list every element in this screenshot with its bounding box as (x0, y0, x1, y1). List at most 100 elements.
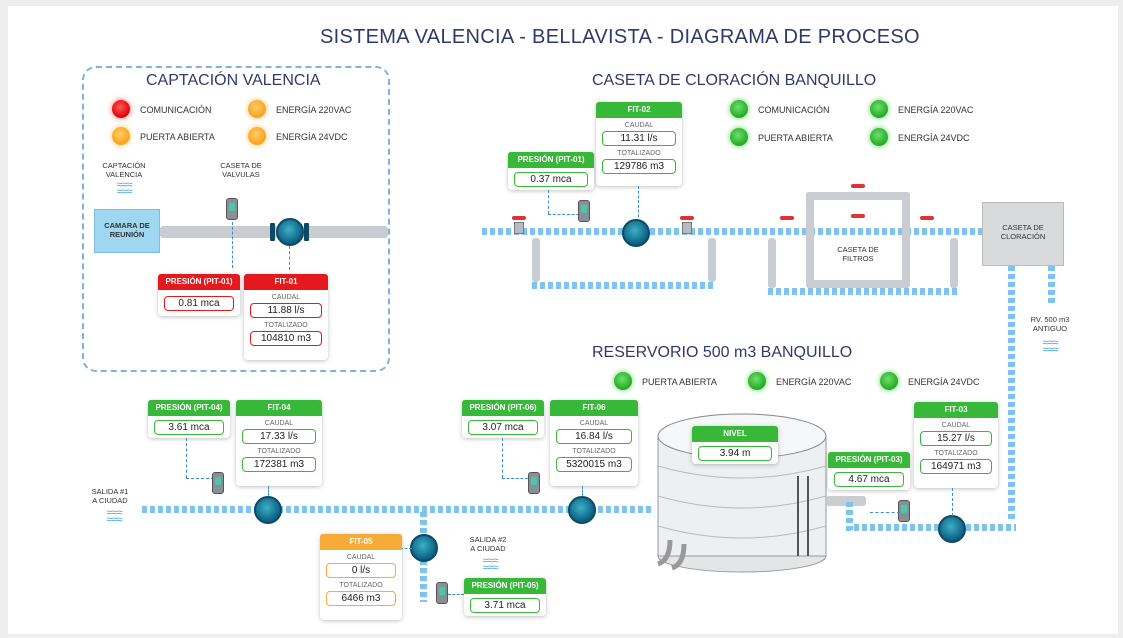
status-label-energia-24: ENERGÍA 24VDC (276, 132, 348, 142)
status-label-energia-220: ENERGÍA 220VAC (276, 105, 352, 115)
signal-line (186, 438, 187, 478)
status-led-energia-220 (248, 100, 266, 118)
water-waves-icon: ≈≈≈≈≈≈ (106, 507, 122, 526)
pressure-sensor-icon (528, 472, 540, 494)
pit06-panel: PRESIÓN (PIT-06) 3.07 mca (462, 400, 544, 438)
bypass-pipe (532, 282, 716, 289)
totalizado-value: 5320015 m3 (556, 457, 632, 472)
signal-line (186, 478, 214, 479)
caudal-label: CAUDAL (264, 420, 294, 427)
panel-header: PRESIÓN (PIT-01) (158, 274, 240, 290)
caudal-label: CAUDAL (271, 294, 301, 301)
salida-pipe (142, 506, 652, 513)
signal-line (870, 512, 900, 513)
rv-antiguo-label: RV. 500 m3 ANTIGUO (1030, 315, 1070, 333)
page-title: SISTEMA VALENCIA - BELLAVISTA - DIAGRAMA… (320, 26, 920, 48)
totalizado-value: 104810 m3 (250, 331, 322, 346)
flange-icon (270, 223, 275, 241)
panel-header: FIT-05 (320, 534, 402, 550)
pressure-sensor-icon (898, 500, 910, 522)
status-led-comunicacion (730, 100, 748, 118)
status-led-energia-24 (870, 128, 888, 146)
pressure-sensor-icon (212, 472, 224, 494)
caudal-value: 15.27 l/s (920, 431, 992, 446)
panel-header: PRESIÓN (PIT-05) (464, 578, 546, 594)
panel-header: FIT-01 (244, 274, 328, 290)
totalizado-value: 172381 m3 (242, 457, 316, 472)
flowmeter-icon (938, 515, 966, 543)
totalizado-value: 164971 m3 (920, 459, 992, 474)
panel-header: FIT-02 (596, 102, 682, 118)
totalizado-label: TOTALIZADO (572, 448, 616, 455)
panel-header: PRESIÓN (PIT-06) (462, 400, 544, 416)
caseta-cloracion-label: CASETA DE CLORACIÓN (1000, 223, 1046, 241)
bypass-pipe (708, 238, 716, 282)
pressure-sensor-icon (436, 582, 448, 604)
caseta-cloracion (982, 202, 1064, 266)
water-waves-icon: ≈≈≈≈≈≈ (482, 555, 498, 574)
salida2-label: SALIDA #2 A CIUDAD (469, 535, 507, 553)
fit06-panel: FIT-06 CAUDAL 16.84 l/s TOTALIZADO 53200… (550, 400, 638, 486)
tank-inlet-pipe (826, 496, 866, 506)
status-label-puerta: PUERTA ABIERTA (642, 377, 717, 387)
filter-pipe (806, 192, 910, 200)
caseta-filtros-label: CASETA DE FILTROS (837, 245, 879, 263)
status-led-energia-220 (870, 100, 888, 118)
status-led-puerta (730, 128, 748, 146)
bypass-pipe (532, 238, 540, 282)
flowmeter-icon (254, 496, 282, 524)
status-led-energia-220 (748, 372, 766, 390)
tank-inlet-pipe (846, 502, 853, 530)
fit01-panel: FIT-01 CAUDAL 11.88 l/s TOTALIZADO 10481… (244, 274, 328, 360)
valve-icon (920, 216, 934, 220)
reservorio-title: RESERVORIO 500 m3 BANQUILLO (592, 344, 853, 361)
signal-line (502, 438, 503, 478)
panel-header: PRESIÓN (PIT-01) (508, 152, 594, 168)
panel-header: FIT-04 (236, 400, 322, 416)
fit02-panel: FIT-02 CAUDAL 11.31 l/s TOTALIZADO 12978… (596, 102, 682, 186)
filter-bypass-pipe (768, 238, 776, 288)
panel-header: PRESIÓN (PIT-04) (148, 400, 230, 416)
caudal-value: 0 l/s (326, 563, 396, 578)
rv-antiguo-pipe (1048, 266, 1055, 306)
pressure-value: 4.67 mca (834, 472, 904, 487)
filter-pipe (806, 192, 814, 286)
status-led-puerta (112, 127, 130, 145)
panel-header: FIT-03 (914, 402, 998, 418)
panel-header: FIT-06 (550, 400, 638, 416)
filter-pipe (806, 280, 910, 288)
caudal-value: 11.31 l/s (602, 131, 676, 146)
water-waves-icon: ≈≈≈≈≈≈ (1042, 337, 1058, 356)
status-label-energia-220: ENERGÍA 220VAC (898, 105, 974, 115)
filter-bypass-pipe (768, 288, 958, 295)
pressure-value: 3.61 mca (154, 420, 224, 435)
salida1-label: SALIDA #1 A CIUDAD (91, 487, 129, 505)
cloracion-pipe (482, 228, 982, 235)
fit03-panel: FIT-03 CAUDAL 15.27 l/s TOTALIZADO 16497… (914, 402, 998, 488)
captacion-section (82, 66, 390, 372)
status-label-comunicacion: COMUNICACIÓN (140, 105, 212, 115)
valve-icon (680, 216, 694, 220)
caudal-label: CAUDAL (346, 554, 376, 561)
status-label-comunicacion: COMUNICACIÓN (758, 105, 830, 115)
valve-icon (851, 214, 865, 218)
status-label-energia-220: ENERGÍA 220VAC (776, 377, 852, 387)
camara-reunion (94, 209, 160, 253)
nivel-value: 3.94 m (698, 446, 772, 461)
cloracion-down-pipe (1008, 266, 1015, 522)
pressure-value: 0.37 mca (514, 172, 588, 187)
filter-pipe (902, 192, 910, 286)
camara-reunion-label: CAMARA DE REUNIÓN (104, 221, 150, 239)
flowmeter-icon (568, 496, 596, 524)
signal-line (582, 486, 583, 496)
cloracion-title: CASETA DE CLORACIÓN BANQUILLO (592, 72, 877, 89)
fit05-panel: FIT-05 CAUDAL 0 l/s TOTALIZADO 6466 m3 (320, 534, 402, 620)
pressure-value: 0.81 mca (164, 296, 234, 311)
totalizado-label: TOTALIZADO (339, 582, 383, 589)
signal-line (268, 486, 269, 496)
flowmeter-icon (622, 219, 650, 247)
tank-inlet-pipe (846, 524, 1016, 531)
totalizado-label: TOTALIZADO (264, 322, 308, 329)
process-diagram: SISTEMA VALENCIA - BELLAVISTA - DIAGRAMA… (8, 6, 1118, 634)
valve-body (682, 222, 692, 234)
